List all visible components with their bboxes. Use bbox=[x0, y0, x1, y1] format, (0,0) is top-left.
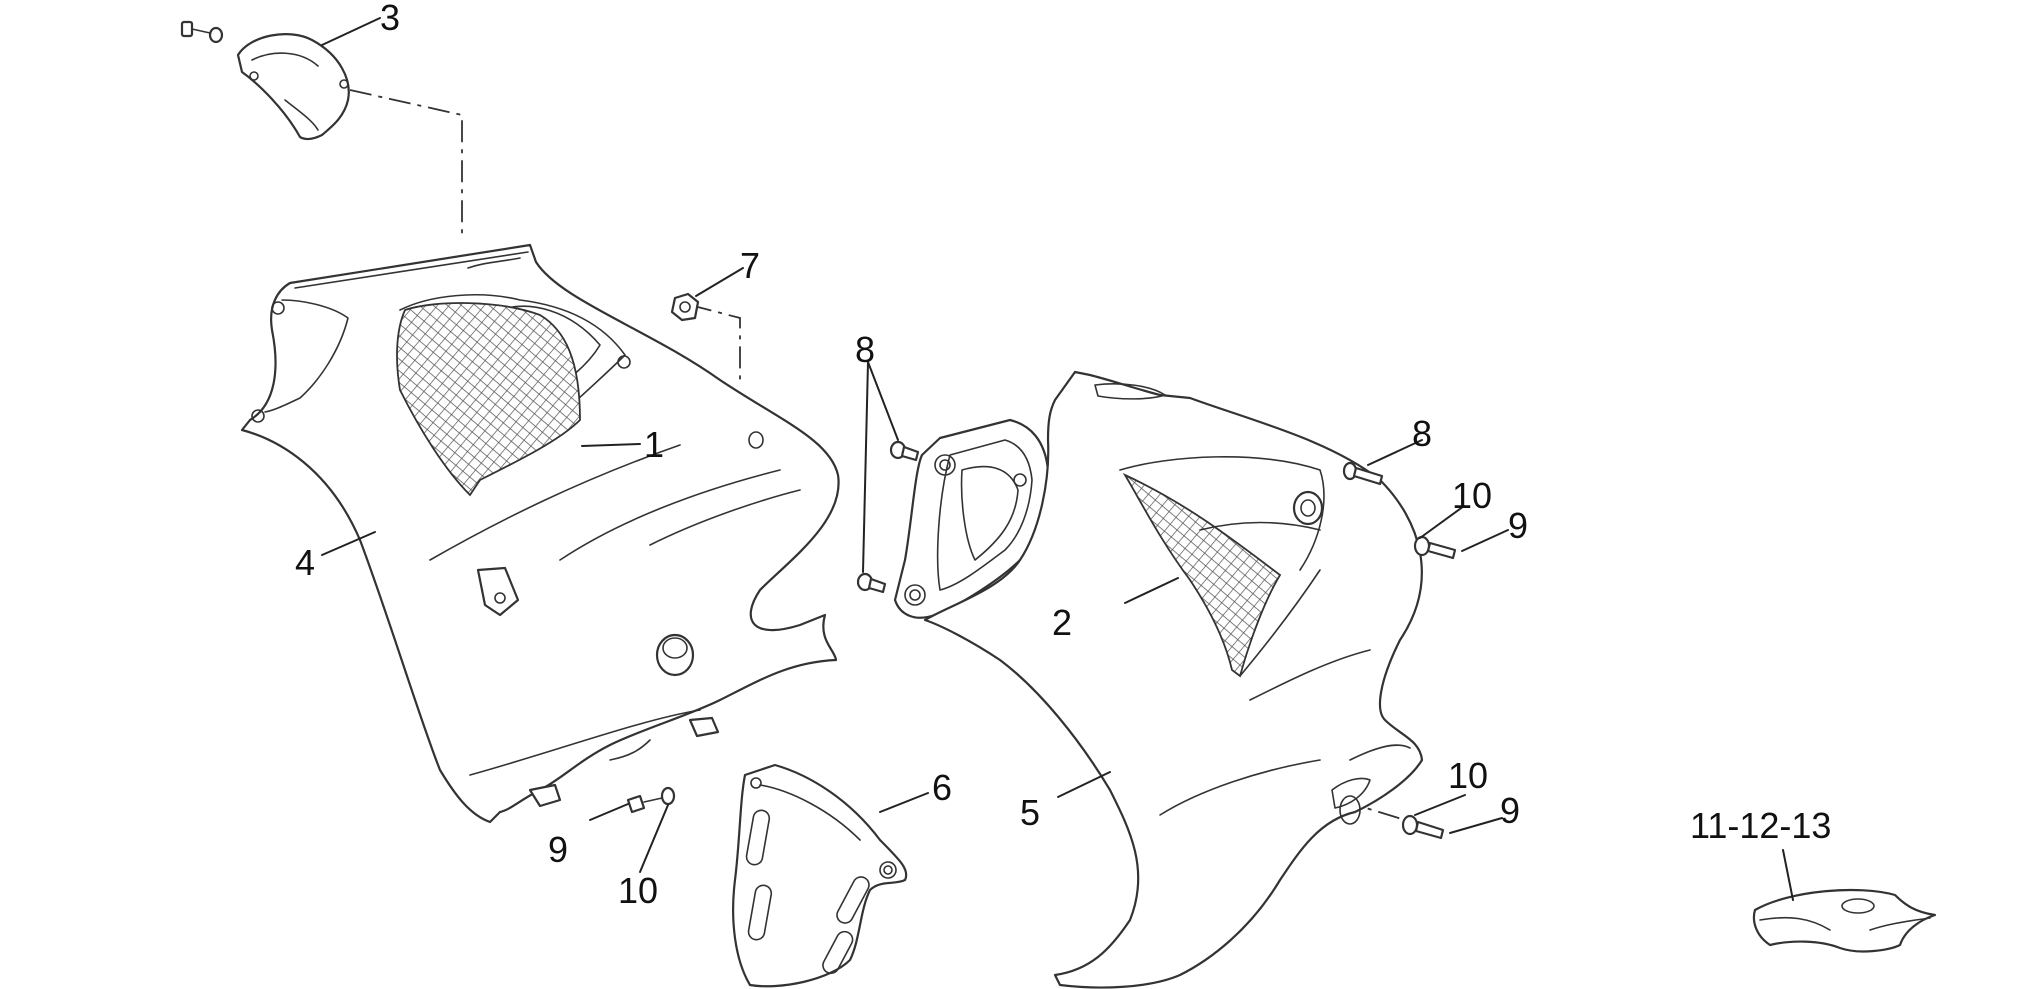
part-11-12-13-clip bbox=[1752, 888, 1937, 953]
label-7: 7 bbox=[740, 245, 760, 286]
label-1: 1 bbox=[644, 424, 664, 465]
label-11-12-13: 11-12-13 bbox=[1690, 805, 1831, 846]
label-3: 3 bbox=[380, 0, 400, 38]
alignment-line-part7 bbox=[689, 304, 741, 380]
part-3-small-cover bbox=[180, 20, 350, 141]
label-5: 5 bbox=[1020, 792, 1040, 833]
label-8-center: 8 bbox=[855, 329, 875, 370]
part-3-screw bbox=[180, 20, 224, 44]
label-8-right: 8 bbox=[1412, 413, 1432, 454]
label-4: 4 bbox=[295, 542, 315, 583]
label-9-right-upper: 9 bbox=[1508, 505, 1528, 546]
label-9-right-lower: 9 bbox=[1500, 790, 1520, 831]
alignment-line-part3 bbox=[349, 89, 463, 240]
label-10-right-lower: 10 bbox=[1448, 755, 1488, 796]
fastener-9-10-right-lower bbox=[1401, 814, 1445, 840]
fastener-9-10-left bbox=[626, 786, 676, 814]
fastener-8-right bbox=[1342, 461, 1384, 486]
label-2: 2 bbox=[1052, 602, 1072, 643]
part-8-screw-lower bbox=[856, 572, 887, 594]
label-10-right-upper: 10 bbox=[1452, 475, 1492, 516]
part-8-screw-upper bbox=[889, 440, 920, 462]
part-6-vented-cover bbox=[732, 763, 908, 988]
part-5-right-fairing bbox=[923, 370, 1424, 989]
leader-lines bbox=[321, 17, 1794, 901]
part-4-left-fairing bbox=[240, 243, 840, 824]
fastener-9-10-right-upper bbox=[1413, 535, 1457, 560]
part-7-nut bbox=[670, 292, 700, 322]
part-labels: 3 1 2 4 5 6 7 8 8 10 9 9 10 10 9 11-12-1… bbox=[295, 0, 1831, 911]
label-6: 6 bbox=[932, 767, 952, 808]
label-9-left: 9 bbox=[548, 829, 568, 870]
label-10-left: 10 bbox=[618, 870, 658, 911]
part-1-mesh-grille bbox=[396, 302, 581, 497]
